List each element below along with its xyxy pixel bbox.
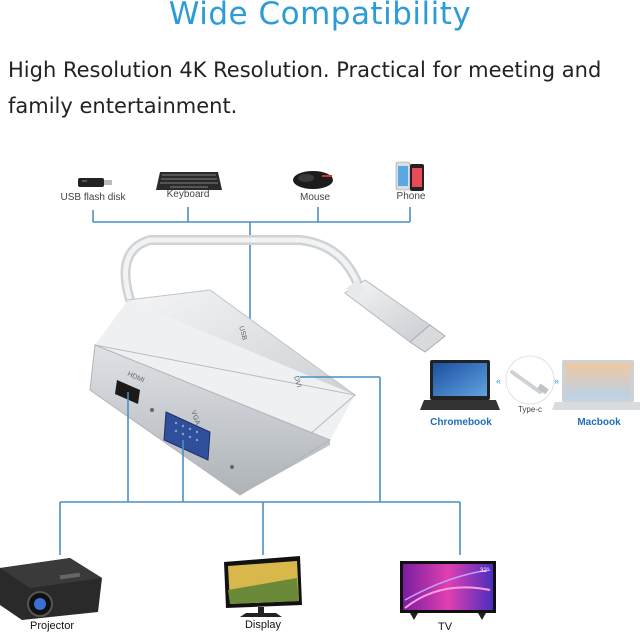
input-label-mouse: Mouse — [299, 192, 330, 203]
page-title: Wide Compatibility — [168, 0, 472, 32]
output-label-projector: Projector — [29, 620, 75, 632]
port-label-dvi: DVI — [292, 375, 302, 388]
tv-size-badge: 32" — [480, 568, 489, 574]
adapter-cable — [120, 235, 365, 305]
output-connector-lines — [59, 376, 461, 555]
svg-text:»: » — [554, 376, 559, 386]
compat-label-type-c: Type-c — [517, 405, 542, 414]
projector-icon — [0, 558, 102, 620]
port-label-vga: VGA — [189, 410, 201, 427]
input-label-usb-flash-disk: USB flash disk — [60, 192, 126, 203]
mouse-icon — [293, 171, 333, 189]
type-c-plug — [344, 279, 446, 353]
type-c-cable-icon: « » — [496, 355, 559, 405]
page-description: High Resolution 4K Resolution. Practical… — [8, 58, 602, 118]
phone-icon — [395, 161, 424, 191]
output-label-tv: TV — [437, 621, 453, 633]
compat-label-chromebook: Chromebook — [430, 417, 492, 428]
macbook-icon — [552, 360, 640, 410]
usb-flash-disk-icon — [78, 178, 112, 187]
output-label-display: Display — [244, 619, 282, 631]
compat-label-macbook: Macbook — [577, 417, 621, 428]
input-label-keyboard: Keyboard — [166, 189, 210, 200]
port-label-usb: USB — [237, 325, 248, 341]
chromebook-icon — [420, 360, 500, 410]
tv-icon — [400, 561, 496, 620]
keyboard-icon — [156, 172, 222, 190]
adapter-body — [89, 289, 357, 496]
input-label-phone: Phone — [396, 191, 426, 202]
svg-text:«: « — [496, 376, 501, 386]
display-icon — [224, 556, 302, 617]
